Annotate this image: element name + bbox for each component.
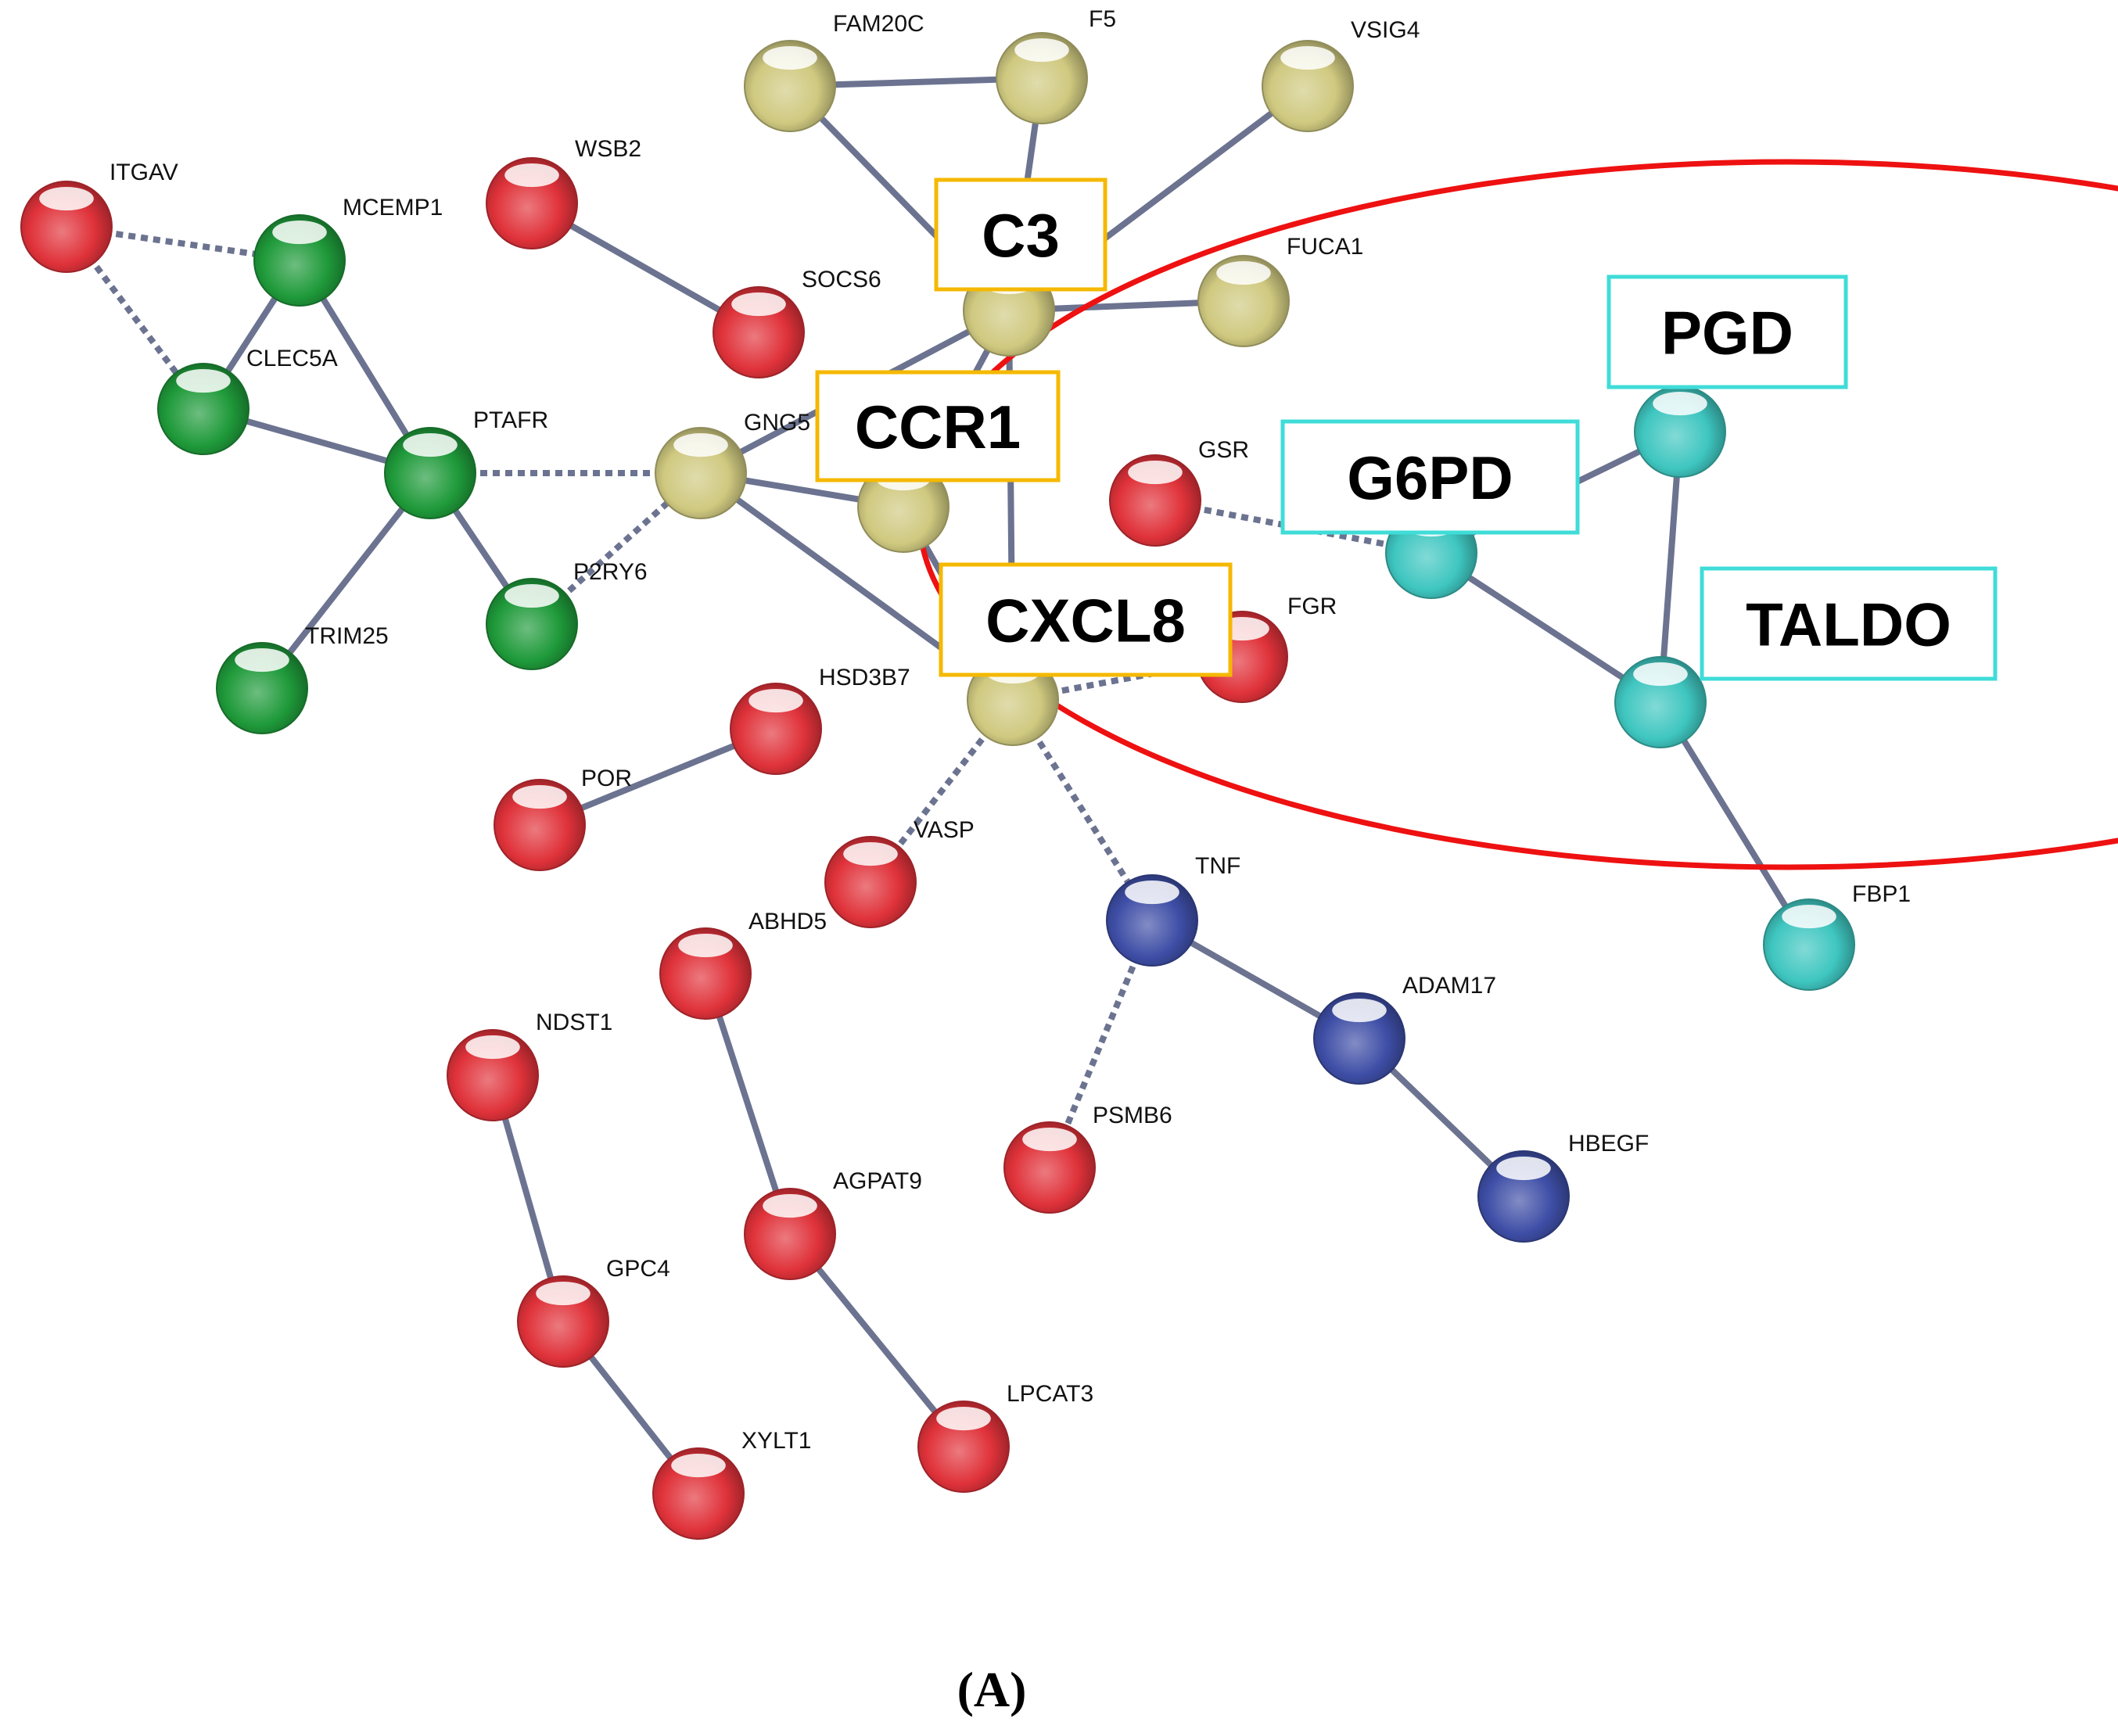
node-label-agpat9: AGPAT9 <box>833 1168 922 1194</box>
node-label-xylt1: XYLT1 <box>741 1428 812 1454</box>
node-socs6[interactable] <box>713 286 805 378</box>
edge-taldo-fbp1 <box>1657 699 1812 948</box>
node-label-vsig4: VSIG4 <box>1351 17 1420 43</box>
node-vsig4[interactable] <box>1262 40 1354 132</box>
node-label-gng5: GNG5 <box>744 410 810 436</box>
node-label-hbegf: HBEGF <box>1568 1131 1649 1157</box>
box-CXCL8-highlight: CXCL8 <box>939 562 1233 677</box>
box-PGD-label: PGD <box>1661 299 1793 368</box>
node-label-abhd5: ABHD5 <box>748 909 827 934</box>
box-TALDO-label: TALDO <box>1746 590 1951 659</box>
node-abhd5[interactable] <box>659 927 752 1020</box>
node-label-f5: F5 <box>1089 6 1116 32</box>
node-label-gsr: GSR <box>1198 437 1249 463</box>
node-label-itgav: ITGAV <box>109 160 178 185</box>
node-label-fuca1: FUCA1 <box>1287 234 1363 260</box>
node-label-lpcat3: LPCAT3 <box>1007 1381 1093 1407</box>
node-label-socs6: SOCS6 <box>802 267 881 292</box>
node-label-fam20c: FAM20C <box>833 11 924 37</box>
node-vasp[interactable] <box>824 836 917 928</box>
node-label-tnf: TNF <box>1195 853 1240 879</box>
node-label-psmb6: PSMB6 <box>1093 1103 1172 1128</box>
node-label-wsb2: WSB2 <box>575 136 641 162</box>
node-clec5a[interactable] <box>157 363 249 455</box>
node-gsr[interactable] <box>1109 454 1201 547</box>
nodes-layer <box>20 32 1855 1540</box>
box-CCR1-label: CCR1 <box>855 393 1021 461</box>
node-label-adam17: ADAM17 <box>1402 973 1496 999</box>
box-CCR1-highlight: CCR1 <box>815 370 1061 482</box>
node-label-por: POR <box>581 766 632 791</box>
box-PGD-highlight: PGD <box>1606 274 1848 389</box>
node-hbegf[interactable] <box>1477 1150 1570 1243</box>
node-gng5[interactable] <box>655 427 747 519</box>
node-ndst1[interactable] <box>447 1029 539 1121</box>
node-itgav[interactable] <box>20 181 113 273</box>
node-trim25[interactable] <box>216 642 308 734</box>
node-hsd3b7[interactable] <box>730 683 822 775</box>
panel-label: (A) <box>957 1662 1027 1717</box>
node-label-p2ry6: P2RY6 <box>573 559 648 585</box>
node-adam17[interactable] <box>1313 992 1405 1085</box>
box-G6PD-highlight: G6PD <box>1280 419 1580 535</box>
node-tnf[interactable] <box>1106 874 1198 967</box>
box-G6PD-label: G6PD <box>1347 443 1513 512</box>
node-fuca1[interactable] <box>1197 255 1290 347</box>
node-fam20c[interactable] <box>744 40 836 132</box>
box-C3-label: C3 <box>982 201 1060 270</box>
node-label-clec5a: CLEC5A <box>246 346 338 371</box>
node-mcemp1[interactable] <box>253 214 346 307</box>
node-wsb2[interactable] <box>486 157 578 249</box>
box-CXCL8-label: CXCL8 <box>985 586 1186 655</box>
box-C3-highlight: C3 <box>934 178 1107 292</box>
node-ptafr[interactable] <box>384 427 476 519</box>
node-lpcat3[interactable] <box>917 1401 1010 1493</box>
node-p2ry6[interactable] <box>486 578 578 670</box>
node-label-fbp1: FBP1 <box>1852 881 1911 907</box>
node-gpc4[interactable] <box>517 1275 609 1368</box>
node-label-trim25: TRIM25 <box>305 623 389 649</box>
node-f5[interactable] <box>996 32 1088 124</box>
box-TALDO-highlight: TALDO <box>1700 566 1998 681</box>
node-pgd[interactable] <box>1634 386 1726 478</box>
node-xylt1[interactable] <box>652 1447 745 1540</box>
node-taldo[interactable] <box>1614 656 1707 748</box>
node-label-ndst1: NDST1 <box>536 1010 612 1035</box>
node-fbp1[interactable] <box>1763 898 1855 991</box>
node-agpat9[interactable] <box>744 1188 836 1280</box>
node-psmb6[interactable] <box>1003 1121 1096 1214</box>
node-label-ptafr: PTAFR <box>473 407 548 433</box>
node-label-fgr: FGR <box>1287 594 1337 619</box>
node-por[interactable] <box>494 779 586 871</box>
node-label-gpc4: GPC4 <box>606 1256 670 1282</box>
node-label-mcemp1: MCEMP1 <box>343 195 443 221</box>
node-label-hsd3b7: HSD3B7 <box>819 665 910 690</box>
node-label-vasp: VASP <box>914 817 975 843</box>
